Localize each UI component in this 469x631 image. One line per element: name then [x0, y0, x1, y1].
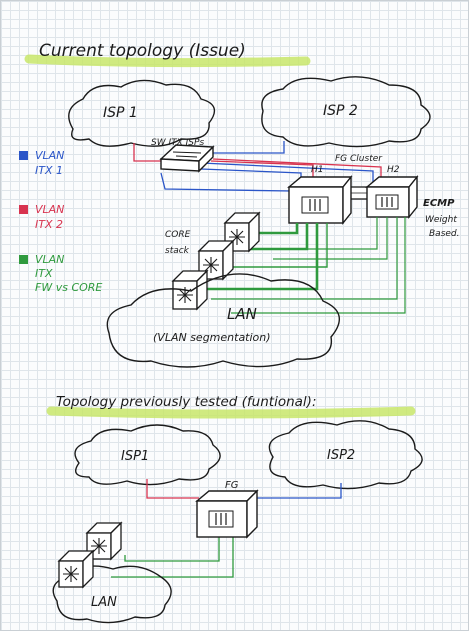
lan-switch-bottom-2	[85, 521, 123, 561]
lan-switch-bottom-1	[57, 549, 95, 589]
legend-itx-core-line3: FW vs CORE	[35, 281, 102, 294]
legend-swatch-itx2	[19, 205, 28, 214]
link-fg-lan-bottom-2	[111, 537, 234, 578]
legend-itx-core-line1: VLAN	[35, 253, 64, 266]
title-highlight-bottom	[46, 406, 416, 419]
legend-itx2-line1: VLAN	[35, 203, 64, 216]
isp1-cloud	[68, 79, 216, 147]
core-label-line2: stack	[165, 246, 190, 256]
lan-cloud-top	[106, 273, 340, 368]
link-isp2-fg-bottom	[253, 483, 342, 499]
link-switch-h2-blue	[160, 172, 292, 192]
firewall-h1	[287, 175, 353, 225]
legend-itx2-line2: ITX 2	[35, 218, 63, 231]
title-previous-topology: Topology previously tested (funtional):	[56, 394, 317, 410]
fg-label-bottom: FG	[225, 480, 239, 491]
link-fg-lan-bottom	[124, 537, 220, 562]
link-isp1-fg-bottom	[146, 479, 199, 499]
ecmp-note-line2: Based.	[429, 229, 460, 239]
link-isp1-switch	[133, 143, 169, 162]
legend-itx1-line2: ITX 1	[35, 164, 63, 177]
legend-itx-core: VLAN ITX FW vs CORE	[19, 253, 102, 294]
legend-itx2: VLAN ITX 2	[19, 203, 64, 231]
ecmp-label: ECMP	[423, 198, 455, 209]
lan-label-top: LAN	[227, 305, 257, 323]
isp2-cloud	[261, 76, 431, 148]
firewall-bottom	[195, 489, 259, 539]
itx-switch	[159, 144, 215, 173]
isp2-label-bottom: ISP2	[327, 448, 355, 463]
lan-label-bottom: LAN	[91, 595, 117, 610]
isp1-label: ISP 1	[103, 105, 138, 121]
link-isp2-switch	[206, 141, 285, 154]
h1-label: H1	[311, 165, 324, 175]
core-switch-2	[197, 239, 235, 281]
lan-note: (VLAN segmentation)	[153, 331, 271, 344]
h2-label: H2	[387, 165, 400, 175]
isp2-cloud-bottom	[268, 420, 423, 490]
isp2-label: ISP 2	[323, 103, 358, 119]
core-switch-1	[171, 269, 209, 311]
fg-cluster-label: FG Cluster	[335, 154, 383, 164]
isp1-label-bottom: ISP1	[121, 449, 149, 464]
isp1-cloud-bottom	[74, 424, 221, 486]
link-switch-h1-blue	[200, 168, 302, 185]
legend-itx1: VLAN ITX 1	[19, 149, 64, 177]
core-label-line1: CORE	[165, 230, 191, 240]
ecmp-note-line1: Weight	[425, 215, 457, 225]
title-highlight-top	[24, 54, 311, 68]
firewall-h2	[365, 175, 419, 219]
switch-label: SW ITX ISPs	[151, 138, 204, 148]
legend-swatch-itx-core	[19, 255, 28, 264]
legend-itx1-line1: VLAN	[35, 149, 64, 162]
title-current-topology: Current topology (Issue)	[39, 41, 246, 61]
legend-itx-core-line2: ITX	[35, 267, 53, 280]
legend-swatch-itx1	[19, 151, 28, 160]
